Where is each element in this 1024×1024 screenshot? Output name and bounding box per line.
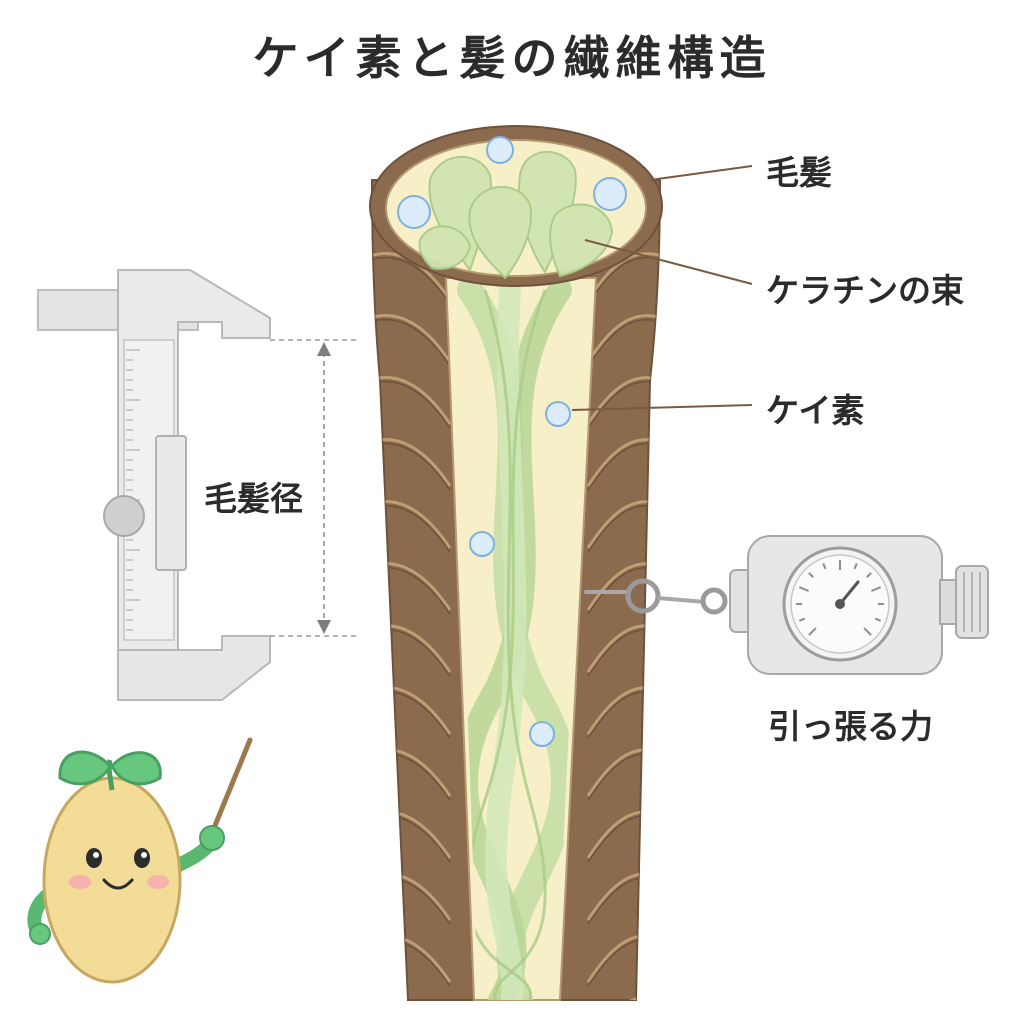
force-gauge-icon (584, 535, 989, 675)
hair-strand (369, 125, 663, 1001)
leader-lines (571, 165, 753, 411)
label-hair-diameter: 毛髪径 (204, 479, 303, 518)
label-silicon: ケイ素 (766, 391, 865, 430)
label-hair: 毛髪 (766, 153, 832, 192)
label-keratin-bundle: ケラチンの束 (766, 271, 964, 310)
keratin-bundle-cross-section (418, 150, 614, 280)
keratin-fibers (454, 280, 577, 1000)
label-pull-force: 引っ張る力 (768, 707, 933, 746)
page-title: ケイ素と髪の繊維構造 (252, 31, 772, 85)
silicon-particles (397, 136, 627, 747)
caliper-icon (37, 269, 360, 701)
mascot-seed-character (27, 737, 253, 984)
